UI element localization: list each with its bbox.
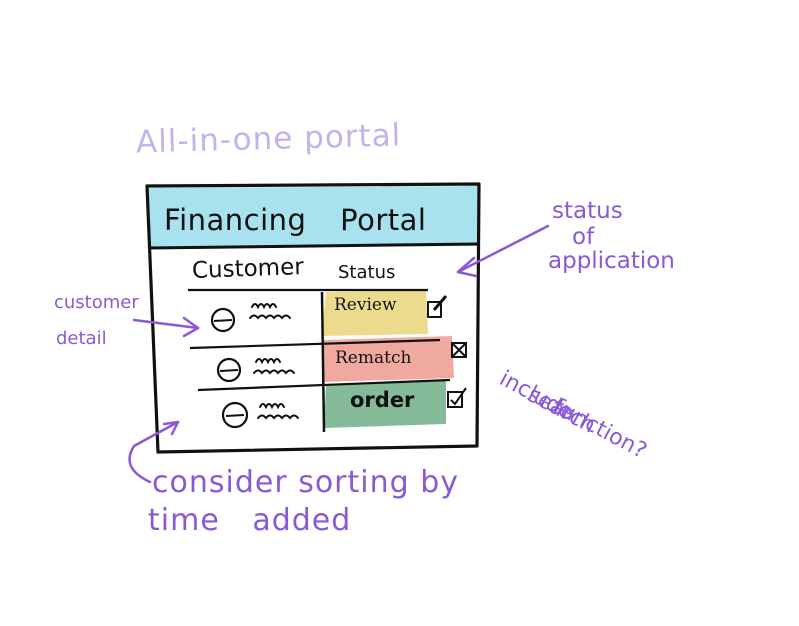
portal-title: Financing Portal [164, 203, 427, 237]
status-label-rematch: Rematch [335, 348, 412, 368]
avatar-row-2 [216, 357, 242, 383]
squiggle-row-1 [249, 303, 291, 320]
squiggle-row-3 [257, 403, 299, 420]
annotation-customer-line-1: customer [54, 292, 139, 313]
squiggle-row-2 [253, 358, 295, 375]
avatar-row-3 [221, 401, 249, 429]
annotation-customer-line-2: detail [56, 328, 107, 349]
edit-checkbox-icon [427, 295, 448, 318]
annotation-status-line-3: application [548, 248, 675, 274]
status-label-order: order [350, 388, 415, 412]
annotation-sorting-line-1: consider sorting by [152, 465, 460, 500]
annotation-status-line-2: of [572, 224, 595, 250]
annotation-sorting-line-2: time added [148, 503, 352, 538]
status-arrow [456, 224, 550, 278]
status-highlight-review [322, 290, 428, 336]
portal-frame [145, 182, 481, 454]
status-highlight-order [324, 380, 446, 428]
column-header-customer: Customer [191, 254, 305, 284]
avatar-row-1 [210, 307, 236, 333]
column-divider [320, 291, 326, 433]
customer-arrow [132, 316, 200, 338]
annotation-status-line-1: status [552, 198, 623, 224]
status-label-review: Review [334, 295, 397, 315]
column-header-status: Status [338, 262, 396, 283]
row-divider-2 [197, 378, 451, 392]
title-divider [148, 242, 479, 250]
checked-checkbox-icon [447, 387, 467, 408]
status-highlight-rematch [322, 336, 454, 382]
title-bar [148, 186, 478, 248]
sorting-arrow [128, 420, 180, 484]
row-divider-1 [189, 338, 441, 350]
crossed-checkbox-icon [451, 342, 467, 358]
